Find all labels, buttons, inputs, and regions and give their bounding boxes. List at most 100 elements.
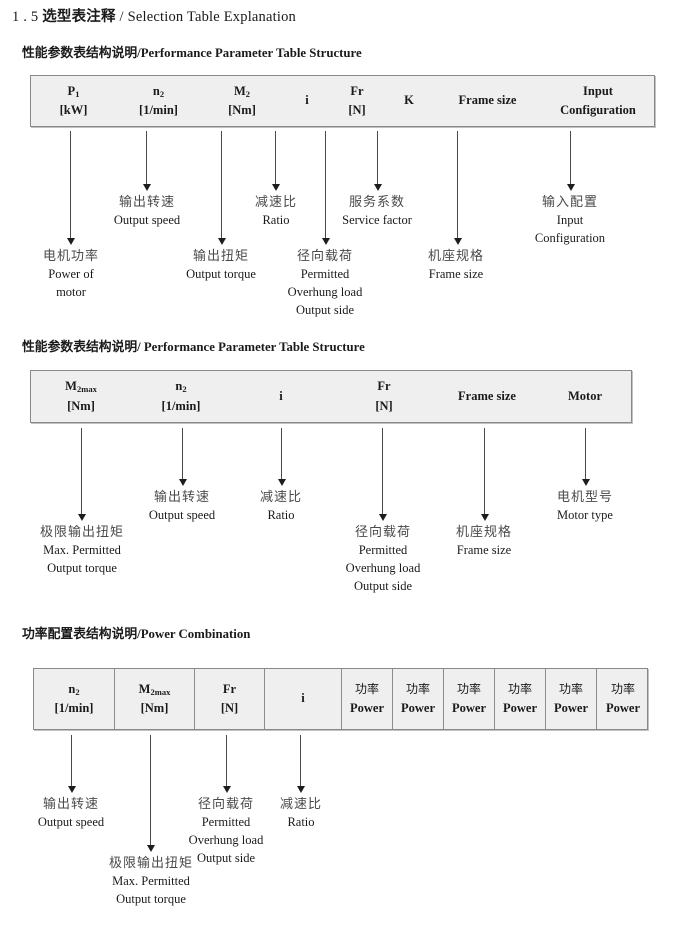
annotation-permitted-overhung-load-3-en-1: Permitted — [201, 815, 251, 830]
table3-col-i-symbol: i — [301, 691, 305, 706]
section-3-heading-sep: / — [137, 627, 141, 641]
annotation-permitted-overhung-load: 径向载荷 Permitted Overhung load Output side — [288, 248, 363, 320]
table2-col-n2: n2 [1/min] — [131, 371, 231, 422]
annotation-power-of-motor: 电机功率 Power of motor — [43, 248, 99, 302]
table2-col-motor-label: Motor — [567, 388, 602, 403]
arrow-to-ratio — [271, 131, 280, 191]
section-2-heading-sep: / — [137, 340, 141, 354]
table1-col-k-symbol: K — [404, 93, 414, 108]
table2-col-frame-size-label: Frame size — [458, 388, 516, 403]
annotation-output-torque-cn: 输出扭矩 — [192, 249, 250, 264]
annotation-input-configuration: 输入配置 Input Configuration — [535, 194, 605, 248]
table2-col-fr: Fr [N] — [331, 371, 437, 422]
annotation-frame-size-cn: 机座规格 — [427, 249, 485, 264]
table3-col-power-2-en: Power — [400, 700, 435, 715]
annotation-permitted-overhung-load-3-en-2: Overhung load — [188, 833, 264, 848]
table3-col-fr-symbol: Fr — [222, 681, 237, 696]
table1-col-n2-subscript: 2 — [159, 88, 165, 99]
section-3-heading-en: Power Combination — [140, 627, 251, 641]
section-1-heading-cn: 性能参数表结构说明 — [22, 46, 138, 61]
table3-col-power-5: 功率 Power — [545, 669, 596, 729]
annotation-power-of-motor-en-1: Power of — [48, 267, 94, 282]
table3-col-m2max-subscript: 2max — [150, 686, 171, 697]
table1-col-frame-size: Frame size — [435, 76, 540, 126]
table1-col-p1: P1 [kW] — [31, 76, 116, 126]
table3-col-power-2: 功率 Power — [392, 669, 443, 729]
annotation-frame-size: 机座规格 Frame size — [428, 248, 484, 284]
section-3-heading-cn: 功率配置表结构说明 — [22, 627, 138, 642]
table2-col-n2-subscript: 2 — [182, 384, 187, 395]
annotation-output-speed: 输出转速 Output speed — [114, 194, 180, 230]
table2-col-fr-symbol: Fr — [377, 379, 391, 394]
annotation-max-permitted-output-torque-3-cn: 极限输出扭矩 — [108, 856, 194, 871]
table2-col-m2max: M2max [Nm] — [31, 371, 131, 422]
annotation-input-configuration-en-1: Input — [556, 213, 584, 228]
arrow-to-ratio-3 — [296, 735, 305, 793]
annotation-output-torque-en-1: Output torque — [186, 267, 256, 282]
annotation-permitted-overhung-load-2-en-1: Permitted — [358, 543, 408, 558]
arrow-to-ratio-2 — [277, 428, 286, 486]
annotation-max-permitted-output-torque-cn: 极限输出扭矩 — [39, 525, 125, 540]
annotation-permitted-overhung-load-en-1: Permitted — [300, 267, 350, 282]
annotation-permitted-overhung-load-cn: 径向载荷 — [296, 249, 354, 264]
table3-col-m2max-unit: [Nm] — [140, 701, 169, 715]
arrow-to-output-speed-2 — [178, 428, 187, 486]
section-number: 1 . 5 — [12, 9, 39, 25]
table3-col-power-5-cn: 功率 — [558, 682, 583, 697]
table2-col-fr-unit: [N] — [375, 398, 393, 413]
table3-col-power-3: 功率 Power — [443, 669, 494, 729]
annotation-ratio-3-en-1: Ratio — [287, 815, 315, 830]
table3-col-power-1-en: Power — [349, 700, 384, 715]
power-combination-table: n2 [1/min] M2max [Nm] Fr [N] i 功率 Power … — [33, 668, 648, 730]
table1-col-m2-unit: [Nm] — [228, 103, 256, 117]
annotation-max-permitted-output-torque-en-2: Output torque — [47, 561, 117, 576]
section-1-heading-en: Performance Parameter Table Structure — [140, 46, 362, 60]
table3-col-power-3-cn: 功率 — [456, 682, 481, 697]
table3-col-i: i — [264, 669, 341, 729]
annotation-output-speed-3-cn: 输出转速 — [42, 797, 99, 812]
table2-col-n2-symbol: n — [175, 379, 183, 394]
annotation-permitted-overhung-load-en-2: Overhung load — [287, 285, 363, 300]
table3-col-power-6-cn: 功率 — [610, 682, 635, 697]
table3-col-power-6-en: Power — [605, 700, 640, 715]
annotation-output-speed-2-cn: 输出转速 — [153, 490, 210, 505]
annotation-input-configuration-en-2: Configuration — [534, 231, 606, 246]
arrow-to-frame-size-2 — [480, 428, 489, 521]
table3-col-power-1: 功率 Power — [341, 669, 392, 729]
table2-col-m2max-unit: [Nm] — [67, 398, 95, 413]
annotation-ratio-2-en-1: Ratio — [267, 508, 295, 523]
page-title-cn: 选型表注释 — [42, 9, 116, 25]
table1-col-m2-subscript: 2 — [245, 88, 251, 99]
table1-col-p1-symbol: P — [67, 83, 76, 98]
table2-col-n2-unit: [1/min] — [161, 398, 201, 413]
annotation-max-permitted-output-torque: 极限输出扭矩 Max. Permitted Output torque — [40, 524, 124, 578]
table1-col-n2: n2 [1/min] — [116, 76, 201, 126]
annotation-permitted-overhung-load-2: 径向载荷 Permitted Overhung load Output side — [346, 524, 421, 596]
table2-col-i-symbol: i — [279, 388, 283, 403]
table3-col-fr-unit: [N] — [220, 701, 239, 715]
annotation-frame-size-2: 机座规格 Frame size — [456, 524, 512, 560]
annotation-max-permitted-output-torque-en-1: Max. Permitted — [43, 543, 121, 558]
table3-col-power-2-cn: 功率 — [405, 682, 430, 697]
annotation-motor-type-en-1: Motor type — [557, 508, 613, 523]
annotation-max-permitted-output-torque-3-en-1: Max. Permitted — [112, 874, 190, 889]
table1-col-m2: M2 [Nm] — [201, 76, 283, 126]
annotation-ratio-en-1: Ratio — [262, 213, 290, 228]
annotation-ratio: 减速比 Ratio — [255, 194, 297, 230]
table1-col-p1-subscript: 1 — [75, 88, 80, 99]
annotation-permitted-overhung-load-3-en-3: Output side — [197, 850, 255, 865]
section-1-heading: 性能参数表结构说明/Performance Parameter Table St… — [22, 42, 362, 61]
annotation-max-permitted-output-torque-3-en-2: Output torque — [116, 892, 186, 907]
table1-col-m2-symbol: M — [233, 83, 246, 98]
annotation-output-speed-2: 输出转速 Output speed — [149, 489, 215, 525]
table1-col-i: i — [283, 76, 331, 126]
annotation-power-of-motor-en-2: motor — [56, 285, 86, 300]
table1-col-input-configuration: Input Configuration — [540, 76, 656, 126]
table1-col-fr-symbol: Fr — [350, 83, 364, 98]
page-title-separator: / — [119, 9, 124, 25]
page-title: 1 . 5 选型表注释 / Selection Table Explanatio… — [12, 5, 296, 26]
arrow-to-motor-type — [581, 428, 590, 486]
table2-col-m2max-subscript: 2max — [76, 384, 97, 395]
table2-col-m2max-symbol: M — [65, 379, 77, 394]
arrow-to-max-permitted-output-torque-3 — [146, 735, 155, 852]
